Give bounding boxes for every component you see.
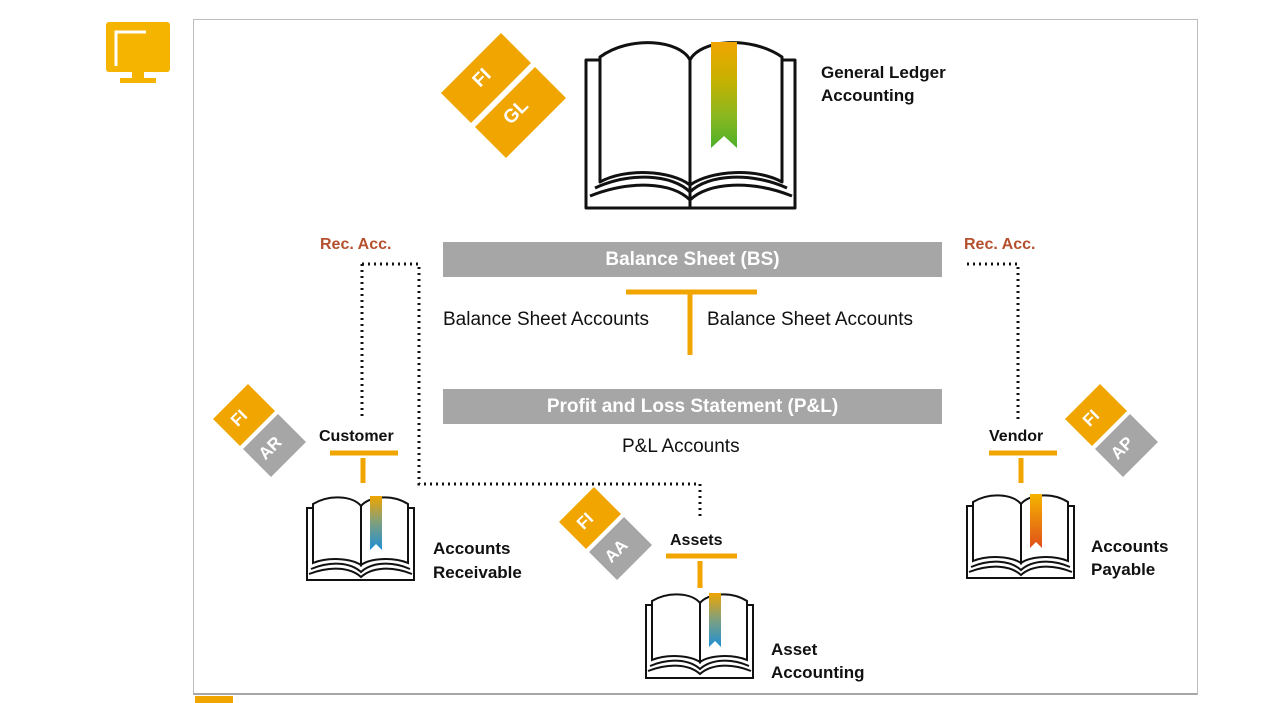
general-ledger-label-line2: Accounting: [821, 86, 915, 105]
general-ledger-label-line1: General Ledger: [821, 63, 946, 82]
accounts-receivable-label-line1: Accounts: [433, 539, 511, 558]
accounts-payable-label-line2: Payable: [1091, 560, 1156, 579]
asset-accounting-label-line1: Asset: [771, 640, 818, 659]
rec-acc-label-left: Rec. Acc.: [320, 236, 392, 253]
accounts-payable-label-line1: Accounts: [1091, 537, 1169, 556]
rec-acc-line-left: [362, 262, 702, 518]
rec-acc-label-right: Rec. Acc.: [964, 236, 1036, 253]
general-ledger-book-icon: [584, 41, 797, 210]
accounts-payable-book-icon: [966, 494, 1075, 579]
rec-acc-line-right: [967, 262, 1020, 420]
balance-sheet-accounts-left: Balance Sheet Accounts: [443, 309, 649, 330]
pnl-bar: Profit and Loss Statement (P&L): [443, 389, 942, 424]
fi-ar-badge: FI AR: [213, 384, 306, 477]
accounts-receivable-book-icon: [306, 496, 415, 581]
pnl-accounts: P&L Accounts: [622, 436, 740, 457]
vendor-label: Vendor: [989, 428, 1044, 445]
customer-label: Customer: [319, 428, 394, 445]
monitor-icon: [106, 22, 170, 83]
slide-frame: [193, 19, 1198, 695]
asset-accounting-book-icon: [645, 593, 754, 679]
fi-aa-badge: FI AA: [559, 487, 652, 580]
balance-sheet-accounts-right: Balance Sheet Accounts: [707, 309, 913, 330]
balance-sheet-bar: Balance Sheet (BS): [443, 242, 942, 277]
asset-accounting-label-line2: Accounting: [771, 663, 865, 682]
fi-ap-badge: FI AP: [1065, 384, 1158, 477]
footer-tab: [195, 696, 233, 703]
fi-gl-badge: FI GL: [441, 33, 566, 158]
assets-label: Assets: [670, 532, 723, 549]
accounts-receivable-label-line2: Receivable: [433, 563, 522, 582]
